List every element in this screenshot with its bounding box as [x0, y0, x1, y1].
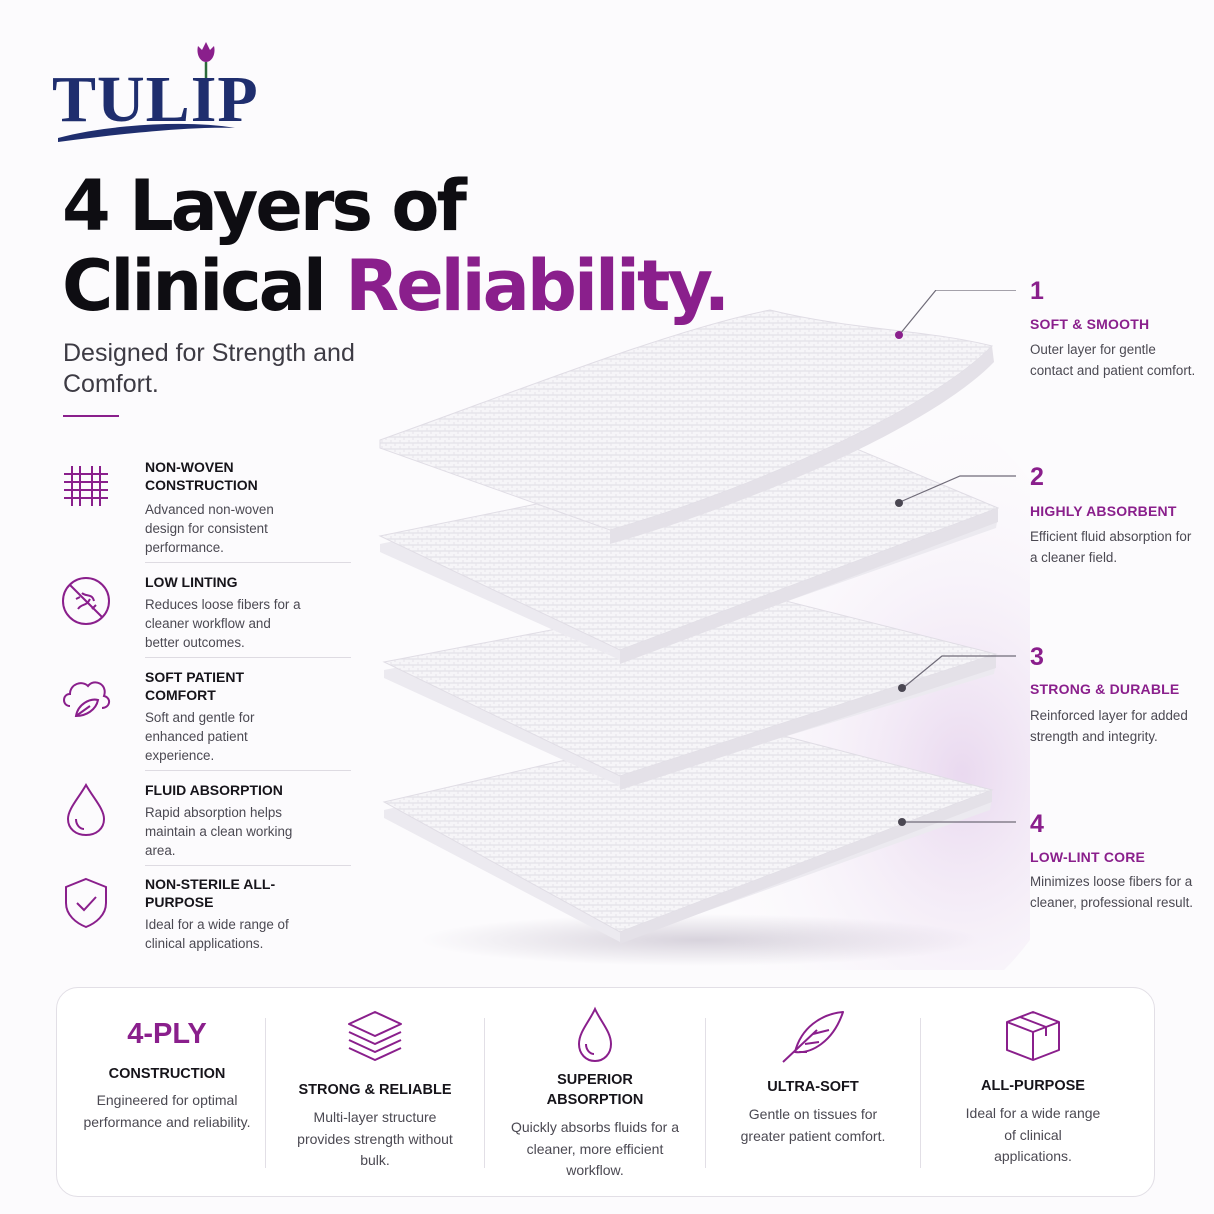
layer-2-marker: [895, 499, 903, 507]
benefit-title: STRONG & RELIABLE: [298, 1082, 452, 1098]
feather-icon: [782, 1011, 844, 1063]
feature-title: FLUID ABSORPTION: [145, 782, 283, 798]
layer-2-number: 2: [1030, 463, 1044, 491]
benefit-desc: Quickly absorbs fluids for a cleaner, mo…: [510, 1119, 680, 1178]
feature-divider: [145, 562, 351, 563]
benefit-desc: Gentle on tissues for greater patient co…: [740, 1106, 886, 1144]
feature-title: NON-STERILE ALL-PURPOSE: [145, 876, 276, 910]
layer-3-title: STRONG & DURABLE: [1030, 681, 1180, 697]
layer-4-marker: [898, 818, 906, 826]
layer-4-number: 4: [1030, 810, 1044, 838]
layer-3-marker: [898, 684, 906, 692]
layer-4-sheet: [382, 721, 994, 944]
cloud-leaf-icon: [63, 681, 110, 718]
feature-desc: Reduces loose fibers for a cleaner workf…: [145, 597, 301, 650]
feature-desc: Advanced non-woven design for consistent…: [145, 502, 274, 555]
feature-title: NON-WOVEN CONSTRUCTION: [145, 459, 258, 493]
benefit-4-ply: 4-PLY CONSTRUCTION Engineered for optima…: [69, 988, 265, 1198]
benefit-desc: Ideal for a wide range of clinical appli…: [965, 1105, 1101, 1164]
benefits-panel: 4-PLY CONSTRUCTION Engineered for optima…: [56, 987, 1155, 1197]
subtitle-divider: [63, 415, 119, 417]
feature-desc: Soft and gentle for enhanced patient exp…: [145, 710, 255, 763]
mesh-icon: [64, 466, 108, 506]
benefit-title: ALL-PURPOSE: [981, 1078, 1085, 1094]
layer-4-desc: Minimizes loose fibers for a cleaner, pr…: [1030, 874, 1194, 910]
title-plain: Clinical: [62, 245, 346, 327]
feature-title: SOFT PATIENT COMFORT: [145, 669, 245, 703]
page-title: 4 Layers of Clinical Reliability.: [62, 165, 730, 327]
layer-3-desc: Reinforced layer for added strength and …: [1030, 708, 1188, 744]
layer-2-title: HIGHLY ABSORBENT: [1030, 503, 1177, 519]
benefit-strong-reliable: STRONG & RELIABLE Multi-layer structure …: [266, 988, 484, 1198]
benefit-superior-absorption: SUPERIOR ABSORPTION Quickly absorbs flui…: [485, 988, 705, 1198]
layer-1-title: SOFT & SMOOTH: [1030, 316, 1150, 332]
title-line-2: Clinical Reliability.: [62, 245, 730, 327]
layer-3-number: 3: [1030, 643, 1044, 671]
stack-icon: [348, 1011, 402, 1061]
title-accent: Reliability.: [345, 245, 730, 327]
subtitle: Designed for Strength and Comfort.: [63, 339, 355, 398]
benefit-ultra-soft: ULTRA-SOFT Gentle on tissues for greater…: [706, 988, 920, 1198]
layer-2-sheet: [378, 441, 1000, 664]
droplet-icon: [577, 1006, 613, 1063]
benefit-title: CONSTRUCTION: [108, 1066, 226, 1082]
feature-divider: [145, 865, 351, 866]
benefit-all-purpose: ALL-PURPOSE Ideal for a wide range of cl…: [921, 988, 1145, 1198]
benefit-title: SUPERIOR ABSORPTION: [546, 1072, 644, 1108]
benefit-desc: Multi-layer structure provides strength …: [297, 1109, 453, 1168]
feature-title: LOW LINTING: [145, 574, 238, 590]
benefit-desc: Engineered for optimal performance and r…: [83, 1092, 251, 1130]
ply-count: 4-PLY: [127, 1018, 207, 1050]
panel-divider: [705, 1018, 706, 1168]
layer-1-desc: Outer layer for gentle contact and patie…: [1030, 342, 1196, 378]
panel-divider: [484, 1018, 485, 1168]
droplet-icon: [66, 782, 106, 837]
panel-divider: [920, 1018, 921, 1168]
title-line-1: 4 Layers of: [62, 165, 467, 247]
panel-divider: [265, 1018, 266, 1168]
tulip-logo: [58, 42, 235, 142]
layer-1-number: 1: [1030, 277, 1044, 305]
logo-wordmark: TULIP: [52, 63, 259, 136]
benefit-title: ULTRA-SOFT: [767, 1079, 859, 1095]
feature-divider: [145, 770, 351, 771]
feature-desc: Ideal for a wide range of clinical appli…: [145, 917, 289, 951]
feature-divider: [145, 657, 351, 658]
layer-1-marker: [895, 331, 903, 339]
box-icon: [1006, 1011, 1060, 1061]
layer-4-title: LOW-LINT CORE: [1030, 849, 1146, 865]
layer-2-desc: Efficient fluid absorption for a cleaner…: [1030, 529, 1192, 565]
no-lint-icon: [62, 577, 110, 625]
gauze-layers-illustration: [378, 290, 1030, 970]
shield-check-icon: [65, 877, 107, 929]
feature-desc: Rapid absorption helps maintain a clean …: [145, 805, 293, 858]
